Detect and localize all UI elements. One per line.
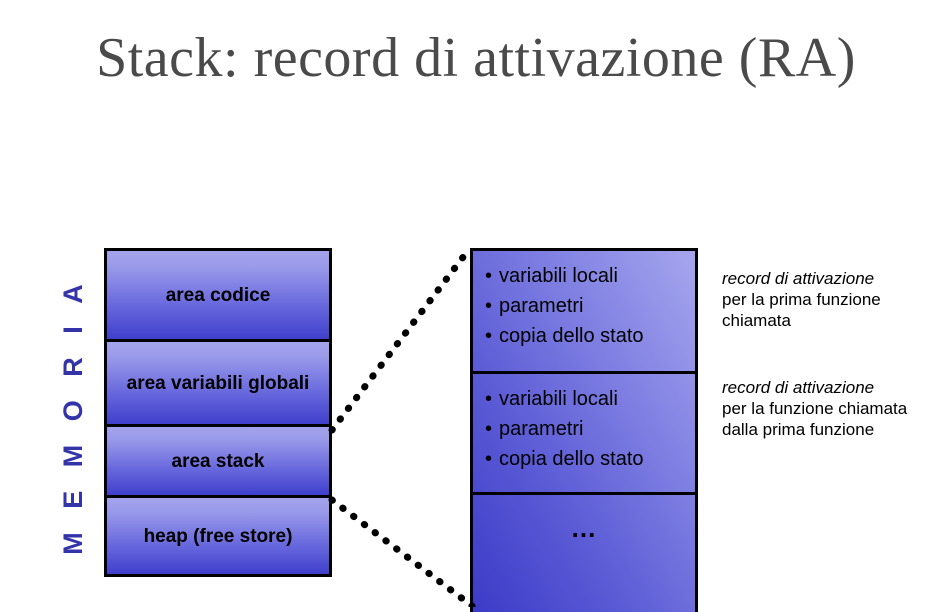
ra-bullet-label: variabili locali (499, 388, 618, 410)
ra-bullet-label: variabili locali (499, 265, 618, 287)
ra-bullet-label: parametri (499, 418, 584, 440)
activation-record-block-second[interactable]: • variabili locali • parametri • copia dell… (473, 371, 695, 492)
memory-axis-label: M E M O R I A (56, 255, 90, 575)
connector-line-lower (328, 496, 476, 607)
activation-record-block-more[interactable]: … (473, 492, 695, 612)
connector-line-upper (328, 244, 474, 434)
page-title: Stack: record di attivazione (RA) (96, 27, 856, 89)
ra-bullet-item: • variabili locali (485, 384, 685, 414)
memory-block-area-stack[interactable]: area stack (107, 424, 329, 495)
ra-bullet-label: parametri (499, 295, 584, 317)
bullet-icon: • (485, 448, 493, 470)
memory-axis-label-text: M E M O R I A (57, 275, 88, 555)
ra-bullet-item: • copia dello stato (485, 321, 685, 351)
bullet-icon: • (485, 418, 493, 440)
annotation-title: record di attivazione (722, 269, 875, 288)
annotation-title: record di attivazione (722, 378, 875, 397)
ra-bullet-label: copia dello stato (499, 325, 644, 347)
memory-block-heap[interactable]: heap (free store) (107, 495, 329, 574)
ra-bullet-item: • parametri (485, 414, 685, 444)
ra-bullet-item: • variabili locali (485, 261, 685, 291)
memory-block-area-codice[interactable]: area codice (107, 251, 329, 339)
ra-bullet-item: • copia dello stato (485, 444, 685, 474)
ellipsis-label: … (570, 513, 600, 543)
activation-record-stack-column: • variabili locali • parametri • copia dell… (470, 248, 698, 612)
bullet-icon: • (485, 265, 493, 287)
annotation-first-activation-record: record di attivazione per la prima funzi… (722, 268, 934, 331)
activation-record-block-first[interactable]: • variabili locali • parametri • copia dell… (473, 251, 695, 371)
annotation-body: per la funzione chiamata dalla prima fun… (722, 399, 908, 439)
ra-bullet-item: • parametri (485, 291, 685, 321)
memory-block-label: area stack (171, 450, 265, 472)
memory-block-label: heap (free store) (143, 525, 293, 547)
annotation-second-activation-record: record di attivazione per la funzione ch… (722, 377, 934, 440)
memory-layout-column: area codice area variabili globali area … (104, 248, 332, 577)
ra-bullet-label: copia dello stato (499, 448, 644, 470)
bullet-icon: • (485, 295, 493, 317)
memory-block-label: area codice (165, 284, 271, 306)
memory-block-label: area variabili globali (126, 372, 310, 394)
bullet-icon: • (485, 388, 493, 410)
bullet-icon: • (485, 325, 493, 347)
annotation-body: per la prima funzione chiamata (722, 290, 881, 330)
memory-block-area-variabili-globali[interactable]: area variabili globali (107, 339, 329, 424)
